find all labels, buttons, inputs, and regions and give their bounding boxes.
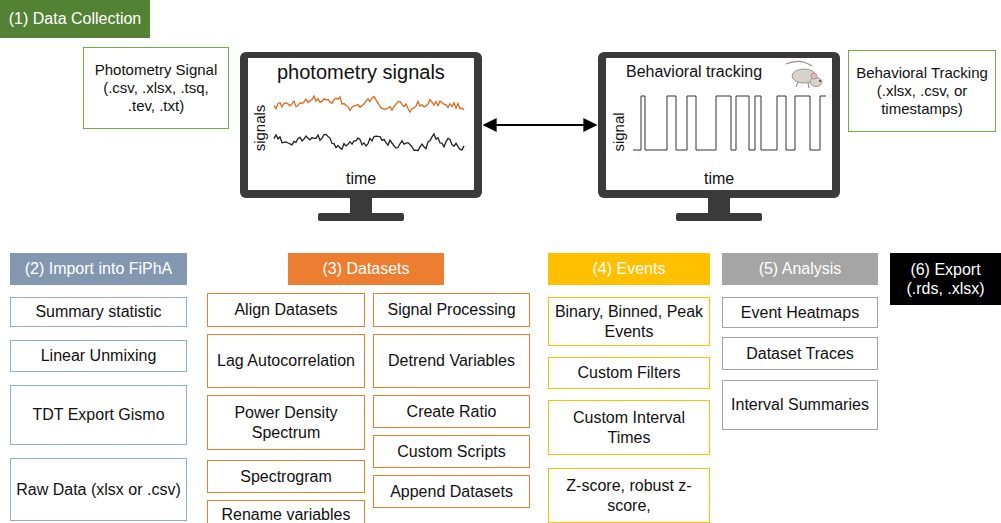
- box-text: Append Datasets: [390, 482, 513, 501]
- box-text: Align Datasets: [234, 300, 337, 319]
- box-text: TDT Export Gismo: [32, 405, 164, 424]
- process-box: Binary, Binned, Peak Events: [548, 297, 710, 346]
- process-box: Event Heatmaps: [722, 297, 878, 328]
- process-box: Summary statistic: [10, 297, 187, 327]
- process-box: Z-score, robust z-score,: [548, 468, 710, 523]
- monitor-screen: [248, 58, 474, 190]
- monitor-base: [676, 213, 762, 221]
- process-box: Rename variables: [207, 500, 365, 523]
- axis-label: time: [704, 169, 734, 188]
- header-text: (4) Events: [593, 259, 666, 278]
- input-box: Behavioral Tracking (.xlsx, .csv, or tim…: [848, 50, 996, 132]
- process-box: Power Density Spectrum: [207, 395, 365, 450]
- axis-label: time: [346, 169, 376, 188]
- box-text: Dataset Traces: [746, 344, 854, 363]
- box-text: Custom Filters: [577, 363, 680, 382]
- process-box: Detrend Variables: [373, 334, 530, 388]
- section-header: (2) Import into FiPhA: [10, 253, 187, 285]
- box-text: Linear Unmixing: [41, 346, 157, 365]
- section-header: (3) Datasets: [288, 253, 444, 285]
- process-box: Custom Interval Times: [548, 400, 710, 455]
- header-text: (6) Export (.rds, .xlsx): [896, 260, 995, 298]
- section-header: (6) Export (.rds, .xlsx): [890, 253, 1001, 305]
- axis-label: signals: [251, 105, 269, 152]
- axis-label: signal: [609, 112, 627, 151]
- box-text: Custom Scripts: [397, 442, 505, 461]
- process-box: Signal Processing: [373, 293, 530, 327]
- box-text: Photometry Signal (.csv, .xlsx, .tsq, .t…: [89, 61, 223, 115]
- screen-title: photometry signals: [277, 60, 445, 84]
- box-text: Detrend Variables: [388, 351, 515, 370]
- header-text: (1) Data Collection: [9, 9, 142, 28]
- box-text: Rename variables: [222, 505, 351, 523]
- box-text: Summary statistic: [35, 302, 161, 321]
- process-box: Linear Unmixing: [10, 340, 187, 372]
- input-box: Photometry Signal (.csv, .xlsx, .tsq, .t…: [83, 47, 229, 129]
- section-header: (5) Analysis: [722, 253, 878, 285]
- monitor-neck: [350, 198, 372, 214]
- header-text: (3) Datasets: [322, 259, 409, 278]
- box-text: Binary, Binned, Peak Events: [554, 302, 704, 340]
- monitor-bezel: [240, 52, 482, 198]
- monitor-base: [318, 213, 404, 221]
- mouse-icon: [786, 61, 822, 88]
- box-text: Event Heatmaps: [741, 303, 859, 322]
- monitor: Behavioral tracking signal time: [598, 52, 840, 198]
- process-box: Custom Scripts: [373, 435, 530, 468]
- monitor-screen: [606, 58, 832, 190]
- section-header: (1) Data Collection: [0, 0, 150, 38]
- screen-title: Behavioral tracking: [626, 62, 762, 81]
- process-box: Dataset Traces: [722, 337, 878, 370]
- box-text: Spectrogram: [240, 467, 332, 486]
- photometry-trace: [274, 96, 464, 112]
- box-text: Signal Processing: [387, 300, 515, 319]
- box-text: Power Density Spectrum: [213, 403, 359, 441]
- box-text: Custom Interval Times: [554, 408, 704, 446]
- monitor: photometry signals signals time: [240, 52, 482, 198]
- process-box: Align Datasets: [207, 293, 365, 327]
- section-header: (4) Events: [548, 253, 710, 285]
- box-text: Create Ratio: [407, 402, 497, 421]
- behavior-trace: [633, 96, 826, 150]
- process-box: Spectrogram: [207, 460, 365, 493]
- process-box: Create Ratio: [373, 395, 530, 428]
- box-text: Raw Data (xlsx or .csv): [16, 480, 180, 499]
- box-text: Behavioral Tracking (.xlsx, .csv, or tim…: [854, 64, 990, 118]
- process-box: Append Datasets: [373, 475, 530, 508]
- photometry-trace: [274, 134, 464, 151]
- monitor-neck: [708, 198, 730, 214]
- process-box: Custom Filters: [548, 357, 710, 389]
- box-text: Z-score, robust z-score,: [554, 476, 704, 514]
- double-arrow: [484, 124, 596, 126]
- process-box: Interval Summaries: [722, 380, 878, 430]
- box-text: Lag Autocorrelation: [217, 351, 355, 370]
- process-box: Lag Autocorrelation: [207, 334, 365, 388]
- monitor-bezel: [598, 52, 840, 198]
- process-box: Raw Data (xlsx or .csv): [10, 458, 187, 521]
- header-text: (2) Import into FiPhA: [25, 259, 173, 278]
- box-text: Interval Summaries: [731, 395, 869, 414]
- process-box: TDT Export Gismo: [10, 385, 187, 445]
- header-text: (5) Analysis: [759, 259, 842, 278]
